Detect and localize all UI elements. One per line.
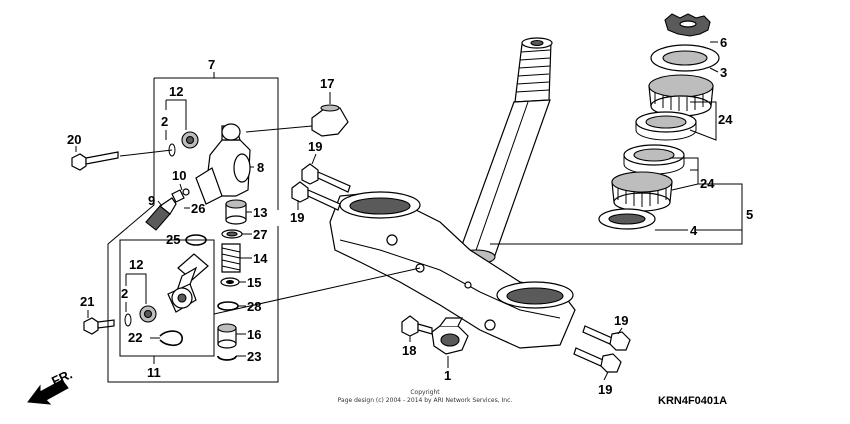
callout-8: 8 [257,160,264,175]
callout-2-upper: 2 [161,114,168,129]
copyright-line-2: Page design (c) 2004 - 2014 by ARI Netwo… [338,397,513,404]
bolt-part-19-right-lower [573,347,622,373]
lower-bearing-part-24 [611,171,673,212]
callout-10: 10 [172,168,186,183]
callout-7: 7 [208,57,215,72]
leader-lines [75,41,743,383]
snap-ring-part-23 [217,355,237,361]
diagram-code: KRN4F0401A [658,395,727,407]
callout-6: 6 [720,35,727,50]
callout-19-b: 19 [290,210,304,225]
callout-4: 4 [690,223,698,238]
bleed-screw-part-10 [171,188,190,203]
bushing-part-13 [225,199,247,225]
callout-1: 1 [444,368,451,383]
callout-26: 26 [191,201,205,216]
callout-15: 15 [247,275,261,290]
seal-part-27 [221,229,243,239]
steering-stem-shaft [456,37,553,265]
upper-race-part-24 [635,111,697,141]
callout-17: 17 [320,76,334,91]
callout-21: 21 [80,294,94,309]
callout-5: 5 [746,207,753,222]
o-ring-part-2-lower [124,313,132,327]
bolt-part-20 [71,151,119,171]
callout-13: 13 [253,205,267,220]
cap-part-17 [311,104,349,137]
collar-part-12-lower [139,305,157,323]
upper-damper-body-part-8 [195,123,251,205]
callout-24-upper: 24 [718,112,733,127]
cable-guide-part-1 [431,317,469,355]
lower-triple-clamp [329,191,576,349]
bolt-part-19-upper [301,163,351,193]
callout-16: 16 [247,327,261,342]
callout-19-a: 19 [308,139,322,154]
bolt-part-21 [83,317,115,335]
callout-23: 23 [247,349,261,364]
callout-19-d: 19 [598,382,612,397]
footer: Copyright Page design (c) 2004 - 2014 by… [338,389,727,407]
callout-11: 11 [147,365,161,380]
callout-12-upper: 12 [169,84,183,99]
lower-race-part-24 [623,144,685,175]
callout-24-lower: 24 [700,176,715,191]
dust-seal-part-4 [598,208,656,230]
spring-part-14 [221,243,241,273]
adjuster-part-9 [145,197,177,231]
callout-20: 20 [67,132,81,147]
callout-22: 22 [128,330,142,345]
front-direction-arrow [27,379,69,405]
clip-part-22 [159,330,183,347]
callout-25: 25 [166,232,180,247]
callout-28: 28 [247,299,261,314]
lower-damper-rod-part-11 [167,253,209,313]
bolt-part-18 [401,315,433,337]
copyright-line-1: Copyright [410,389,440,396]
washer-part-15 [220,277,240,287]
collar-part-12-upper [181,131,199,149]
front-label: FR. [49,366,74,388]
upper-bearing-part-24 [648,74,714,117]
callout-19-c: 19 [614,313,628,328]
callout-labels: 7 12 2 20 17 8 10 9 26 13 27 25 14 12 15… [49,35,753,397]
callout-12-lower: 12 [129,257,143,272]
dust-seal-part-3 [650,44,720,72]
callout-27: 27 [253,227,267,242]
callout-9: 9 [148,193,155,208]
collar-part-16 [217,323,237,349]
callout-14: 14 [253,251,268,266]
stem-nut-part-6 [664,13,711,37]
bolt-part-19-right-upper [582,325,631,351]
bolt-part-19-lower [291,181,341,211]
callout-2-lower: 2 [121,286,128,301]
callout-18: 18 [402,343,416,358]
callout-3: 3 [720,65,727,80]
